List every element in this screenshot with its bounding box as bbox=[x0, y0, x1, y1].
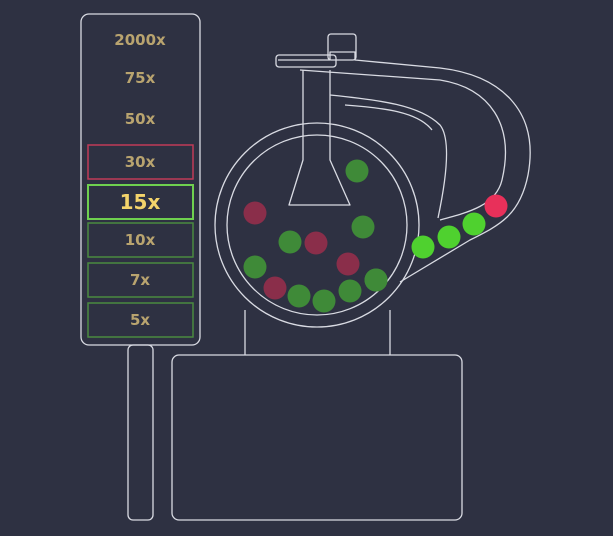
multiplier-box bbox=[87, 144, 194, 180]
multiplier-2000x: 2000x bbox=[114, 31, 166, 49]
multiplier-label: 50x bbox=[125, 110, 156, 128]
multiplier-label: 2000x bbox=[114, 31, 166, 49]
red-ball bbox=[304, 231, 328, 255]
green-ball bbox=[243, 255, 267, 279]
multiplier-label: 7x bbox=[130, 271, 150, 289]
machine-base bbox=[171, 354, 463, 521]
panel-stand bbox=[127, 344, 154, 521]
red-ball bbox=[243, 201, 267, 225]
chute-balls bbox=[411, 194, 508, 259]
green-ball bbox=[338, 279, 362, 303]
multiplier-5x: 5x bbox=[87, 302, 194, 338]
red-ball bbox=[484, 194, 508, 218]
green-ball bbox=[351, 215, 375, 239]
multiplier-label: 30x bbox=[125, 153, 156, 171]
multiplier-75x: 75x bbox=[125, 69, 156, 87]
ball-chute bbox=[275, 33, 531, 283]
drum-balls bbox=[243, 159, 388, 313]
multiplier-box bbox=[87, 262, 194, 298]
multiplier-label: 15x bbox=[120, 190, 161, 214]
multiplier-label: 10x bbox=[125, 231, 156, 249]
green-ball bbox=[364, 268, 388, 292]
drum bbox=[214, 122, 420, 328]
multiplier-30x: 30x bbox=[87, 144, 194, 180]
green-ball bbox=[437, 225, 461, 249]
green-ball bbox=[287, 284, 311, 308]
green-ball bbox=[312, 289, 336, 313]
multiplier-50x: 50x bbox=[125, 110, 156, 128]
multiplier-label: 5x bbox=[130, 311, 150, 329]
multiplier-panel: 2000x 75x 50x 30x 15x 10x 7x 5x bbox=[80, 13, 201, 521]
green-ball bbox=[462, 212, 486, 236]
red-ball bbox=[336, 252, 360, 276]
multiplier-box bbox=[87, 302, 194, 338]
drum-support bbox=[244, 310, 391, 355]
multiplier-label: 75x bbox=[125, 69, 156, 87]
multiplier-10x: 10x bbox=[87, 222, 194, 258]
multiplier-box bbox=[87, 222, 194, 258]
green-ball bbox=[345, 159, 369, 183]
multiplier-15x: 15x bbox=[87, 184, 194, 220]
green-ball bbox=[278, 230, 302, 254]
multiplier-7x: 7x bbox=[87, 262, 194, 298]
green-ball bbox=[411, 235, 435, 259]
multiplier-box bbox=[87, 184, 194, 220]
red-ball bbox=[263, 276, 287, 300]
